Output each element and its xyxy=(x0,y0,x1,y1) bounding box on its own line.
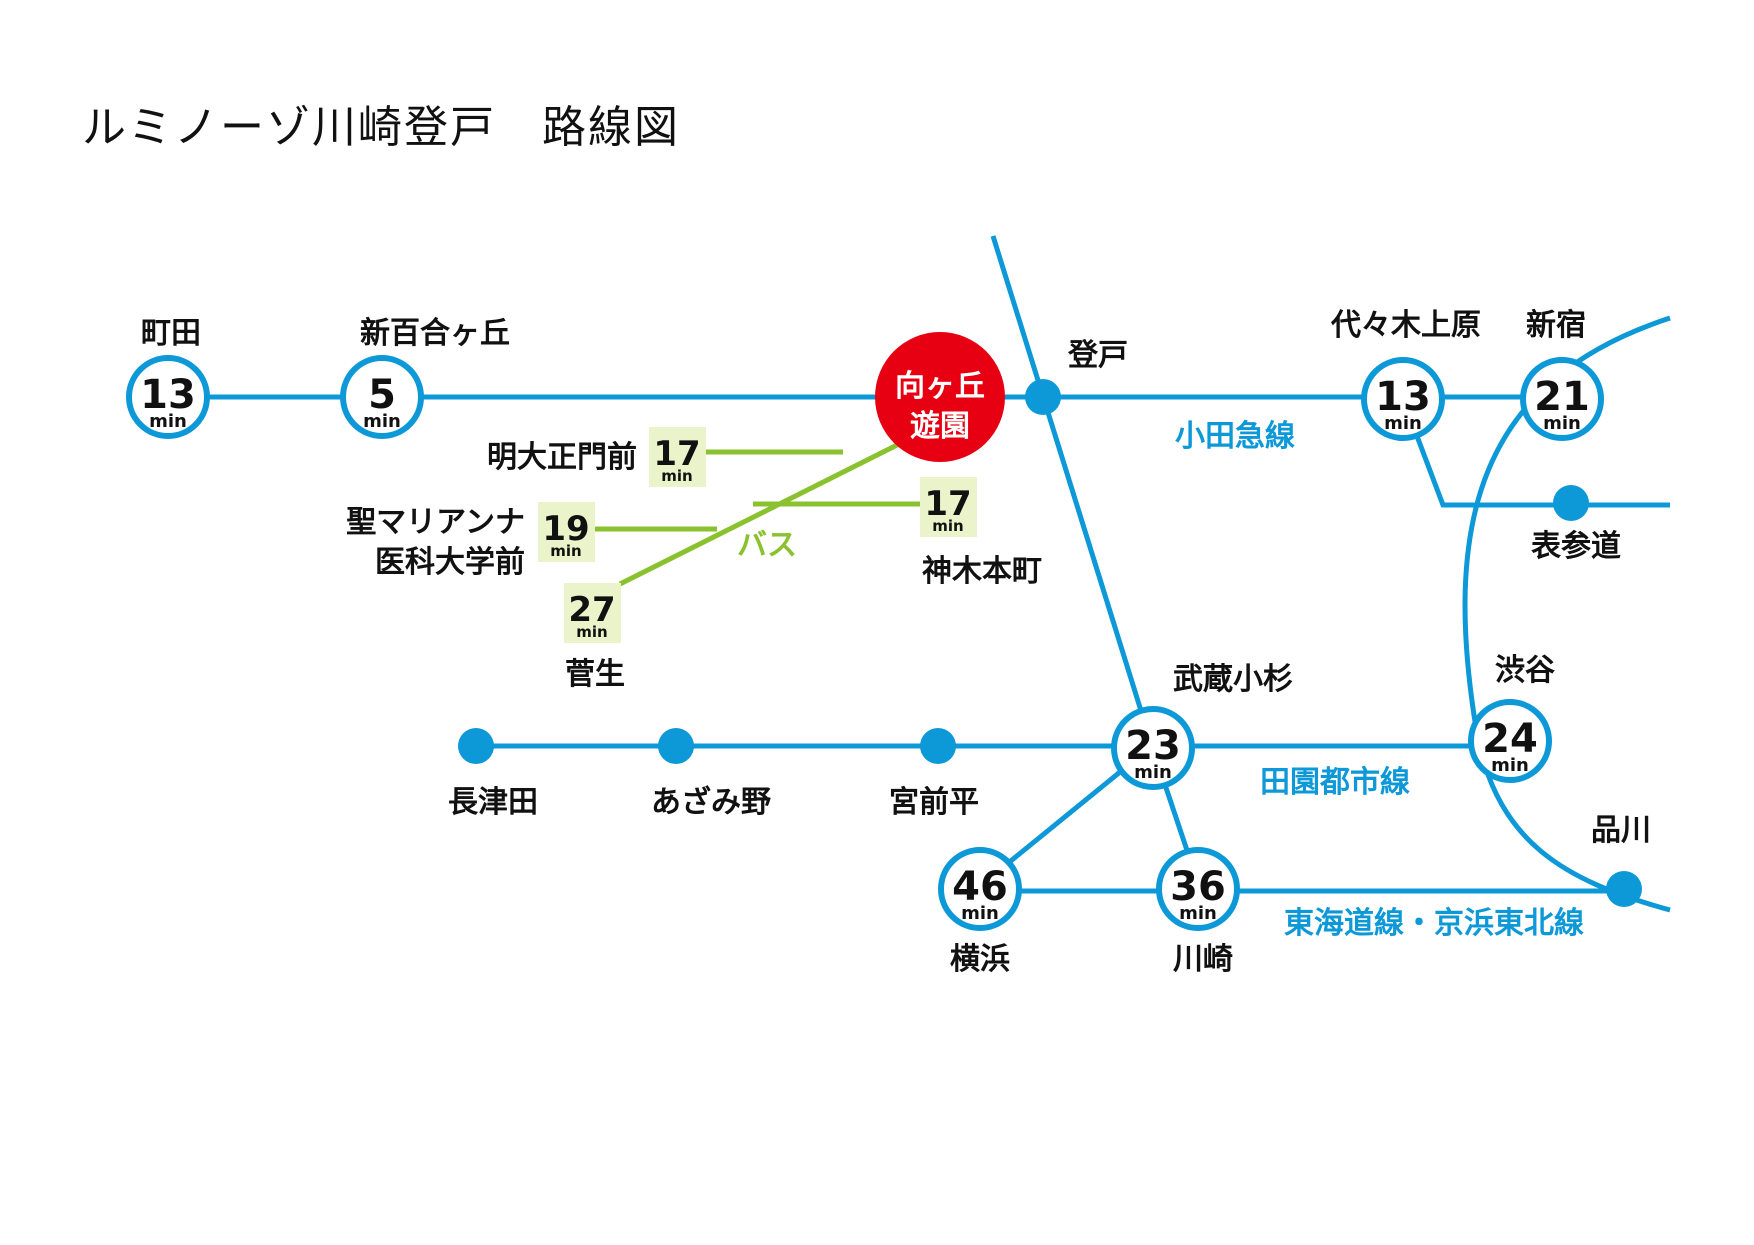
station-ring xyxy=(1361,357,1445,441)
line-label-bus: バス xyxy=(737,528,797,563)
station-shinyurigaoka[interactable]: 5 min xyxy=(340,355,424,439)
station-dot-nagatsuta[interactable] xyxy=(458,728,494,764)
bus-minutes: 17 xyxy=(653,434,700,474)
origin-circle xyxy=(875,332,1005,462)
min-unit: min xyxy=(932,517,963,535)
bus-minutes: 27 xyxy=(568,590,615,630)
line-label-denentoshi: 田園都市線 xyxy=(1260,765,1410,800)
min-unit: min xyxy=(661,467,692,485)
station-musashikosugi[interactable]: 23 min xyxy=(1111,706,1195,790)
nambu-line xyxy=(990,235,1155,747)
label-machida: 町田 xyxy=(141,316,201,351)
label-yoyogiuehara: 代々木上原 xyxy=(1330,308,1481,343)
origin-station-mukogaoka-yuen[interactable]: 向ヶ丘 遊園 xyxy=(875,332,1005,462)
station-minutes: 21 xyxy=(1534,374,1590,420)
bus-minutes: 19 xyxy=(542,509,589,549)
station-dot-noborito[interactable] xyxy=(1025,379,1061,415)
min-unit: min xyxy=(149,411,187,432)
bus-minutes-box xyxy=(538,502,595,562)
page-title: ルミノーゾ川崎登戸 路線図 xyxy=(82,102,680,153)
label-azamino: あざみ野 xyxy=(651,785,771,820)
bus-lines xyxy=(594,421,941,587)
label-kawasaki: 川崎 xyxy=(1173,942,1233,977)
min-unit: min xyxy=(961,903,999,924)
origin-name-line1: 向ヶ丘 xyxy=(895,369,985,404)
origin-name-line2: 遊園 xyxy=(910,409,970,444)
label-shinyurigaoka: 新百合ヶ丘 xyxy=(360,316,510,351)
min-unit: min xyxy=(576,623,607,641)
station-ring xyxy=(340,355,424,439)
station-dot-azamino[interactable] xyxy=(658,728,694,764)
station-yokohama[interactable]: 46 min xyxy=(938,847,1022,931)
min-unit: min xyxy=(1384,413,1422,434)
station-ring xyxy=(126,355,210,439)
label-omotesando: 表参道 xyxy=(1531,529,1621,564)
station-yoyogiuehara[interactable]: 13 min xyxy=(1361,357,1445,441)
label-yokohama: 横浜 xyxy=(950,942,1010,977)
label-noborito: 登戸 xyxy=(1067,338,1128,373)
min-unit: min xyxy=(550,542,581,560)
min-unit: min xyxy=(1134,762,1172,783)
station-ring xyxy=(1111,706,1195,790)
station-minutes: 23 xyxy=(1125,723,1181,769)
min-unit: min xyxy=(363,411,401,432)
bus-minutes-box xyxy=(649,427,706,487)
dot-stations xyxy=(458,379,1642,907)
label-bus-kamikimoto: 神木本町 xyxy=(922,554,1042,589)
station-ring xyxy=(1468,699,1552,783)
min-unit: min xyxy=(1491,755,1529,776)
min-unit: min xyxy=(1179,903,1217,924)
bus-stop-marianna[interactable]: 19 min xyxy=(538,502,595,562)
label-shinjuku: 新宿 xyxy=(1526,308,1586,343)
station-minutes: 5 xyxy=(368,372,396,418)
station-minutes: 36 xyxy=(1170,864,1226,910)
station-dot-omotesando[interactable] xyxy=(1553,485,1589,521)
label-bus-meidai: 明大正門前 xyxy=(487,440,637,475)
label-shibuya: 渋谷 xyxy=(1495,653,1555,688)
station-machida[interactable]: 13 min xyxy=(126,355,210,439)
station-shinjuku[interactable]: 21 min xyxy=(1520,357,1604,441)
bus-stop-meidai[interactable]: 17 min xyxy=(649,427,706,487)
min-unit: min xyxy=(1543,413,1581,434)
station-shibuya[interactable]: 24 min xyxy=(1468,699,1552,783)
bus-minutes-box xyxy=(564,583,621,643)
label-shinagawa: 品川 xyxy=(1591,813,1651,848)
label-nagatsuta: 長津田 xyxy=(448,785,538,820)
station-minutes: 13 xyxy=(140,372,196,418)
station-minutes: 46 xyxy=(952,864,1008,910)
label-bus-sugao: 菅生 xyxy=(565,657,625,692)
label-miyamaedaira: 宮前平 xyxy=(889,785,979,820)
station-dot-shinagawa[interactable] xyxy=(1606,871,1642,907)
station-ring xyxy=(1156,847,1240,931)
bus-minutes: 17 xyxy=(924,484,971,524)
station-ring xyxy=(1520,357,1604,441)
station-minutes: 13 xyxy=(1375,374,1431,420)
label-bus-marianna-1: 聖マリアンナ xyxy=(346,505,525,540)
bus-minutes-box xyxy=(920,477,977,537)
line-label-odakyu: 小田急線 xyxy=(1175,419,1295,454)
label-bus-marianna-2: 医科大学前 xyxy=(375,545,525,580)
station-ring xyxy=(938,847,1022,931)
bus-stop-sugao[interactable]: 27 min xyxy=(564,583,621,643)
station-dot-miyamaedaira[interactable] xyxy=(920,728,956,764)
line-label-tokaido: 東海道線・京浜東北線 xyxy=(1284,906,1584,941)
bus-stop-kamikimoto[interactable]: 17 min xyxy=(920,477,977,537)
label-musashikosugi: 武蔵小杉 xyxy=(1173,662,1293,697)
station-minutes: 24 xyxy=(1482,716,1538,762)
station-kawasaki[interactable]: 36 min xyxy=(1156,847,1240,931)
